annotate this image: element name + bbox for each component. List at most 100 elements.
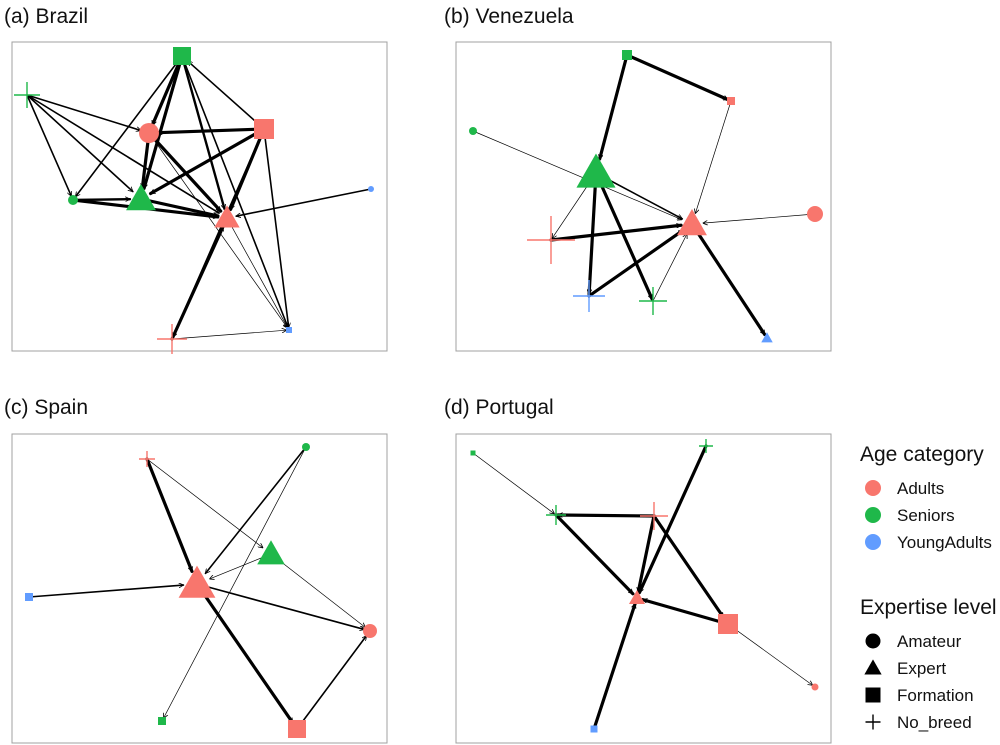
edges-brazil — [26, 54, 372, 341]
node-brazil-b1 — [173, 47, 191, 65]
edge-brazil-b2-b5 — [26, 94, 73, 196]
legend-level-label-formation: Formation — [897, 686, 974, 705]
panel-title-brazil: (a) Brazil — [4, 5, 88, 28]
edge-brazil-b6-b7 — [139, 197, 220, 216]
legend-level-label-no_breed: No_breed — [897, 713, 972, 732]
node-brazil-b5 — [68, 195, 78, 205]
edge-portugal-p4-p5 — [638, 514, 656, 594]
node-spain-s3 — [257, 540, 285, 565]
node-venezuela-v9 — [639, 287, 667, 315]
edge-portugal-p6-p5 — [641, 598, 730, 626]
node-spain-s4 — [178, 565, 216, 598]
node-brazil-b4 — [254, 119, 274, 139]
legend-level-label-amateur: Amateur — [897, 632, 962, 651]
node-venezuela-v3 — [469, 127, 477, 135]
node-spain-s8 — [288, 720, 306, 738]
edge-brazil-b1-b6 — [142, 54, 184, 190]
edge-brazil-b8-b7 — [235, 188, 372, 216]
edge-venezuela-v4-v8 — [589, 171, 598, 296]
edge-spain-s2-s7 — [164, 446, 307, 718]
panel-portugal: (d) Portugal — [444, 396, 832, 744]
edge-venezuela-v2-v6 — [695, 100, 732, 213]
edge-brazil-b2-b7 — [26, 94, 219, 214]
node-brazil-b6 — [126, 184, 156, 211]
node-venezuela-v10 — [761, 332, 773, 343]
legend-age-swatch-youngadults — [865, 534, 881, 550]
edge-spain-s3-s6 — [270, 553, 365, 627]
edge-spain-s2-s4 — [204, 446, 307, 573]
edge-venezuela-v9-v6 — [652, 234, 687, 302]
node-portugal-p8 — [590, 725, 598, 733]
legend-level-label-expert: Expert — [897, 659, 946, 678]
node-brazil-b10 — [286, 327, 292, 333]
edge-portugal-p1-p3 — [472, 452, 554, 514]
node-spain-s6 — [363, 624, 377, 638]
legend-level-title: Expertise level — [860, 596, 997, 619]
edge-brazil-b2-b6 — [26, 94, 133, 193]
panel-title-portugal: (d) Portugal — [444, 396, 554, 419]
node-portugal-p3 — [546, 505, 566, 525]
panel-frame-venezuela — [455, 41, 832, 352]
edge-venezuela-v8-v6 — [587, 228, 685, 298]
edge-spain-s1-s3 — [146, 458, 263, 548]
legend-age-title: Age category — [860, 443, 984, 466]
edge-venezuela-v5-v6 — [703, 213, 816, 223]
legend-age-label-seniors: Seniors — [897, 506, 955, 525]
edge-brazil-b3-b10 — [148, 132, 288, 328]
edge-venezuela-v7-v6 — [549, 225, 683, 242]
edge-portugal-p8-p5 — [592, 602, 637, 731]
node-venezuela-v7 — [527, 216, 575, 264]
node-venezuela-v5 — [807, 206, 823, 222]
edge-brazil-b9-b10 — [171, 330, 286, 340]
node-spain-s2 — [302, 443, 310, 451]
edge-spain-s4-s8 — [195, 582, 295, 725]
panel-frame-brazil — [11, 41, 388, 352]
edge-venezuela-v3-v6 — [472, 130, 682, 220]
edge-brazil-b1-b5 — [74, 55, 183, 197]
node-brazil-b3 — [139, 123, 159, 143]
nodes-venezuela — [469, 50, 823, 343]
nodes-brazil — [14, 47, 374, 354]
legend-age-swatch-adults — [865, 480, 881, 496]
legend-age-swatch-seniors — [865, 507, 881, 523]
legend-level-swatch-no_breed — [865, 714, 881, 730]
edge-portugal-p6-p7 — [727, 623, 813, 685]
edge-spain-s8-s6 — [296, 636, 368, 730]
edge-brazil-b4-b3 — [155, 127, 266, 133]
node-venezuela-v4 — [576, 153, 616, 188]
legend-age-label-adults: Adults — [897, 479, 944, 498]
edges-spain — [28, 446, 368, 730]
legend-level-swatch-formation — [865, 687, 881, 703]
legend-level-swatch-expert — [864, 659, 882, 675]
edge-brazil-b4-b10 — [263, 128, 289, 329]
node-venezuela-v2 — [727, 97, 735, 105]
edges-venezuela — [472, 53, 816, 337]
node-venezuela-v8 — [573, 280, 605, 312]
edge-brazil-b4-b6 — [149, 127, 266, 196]
panel-title-spain: (c) Spain — [4, 396, 88, 419]
node-brazil-b7 — [214, 205, 240, 228]
node-portugal-p7 — [811, 683, 819, 691]
node-portugal-p5 — [628, 589, 646, 605]
edge-brazil-b3-b7 — [147, 131, 223, 213]
node-brazil-b2 — [14, 82, 40, 108]
panel-frame-spain — [11, 433, 388, 744]
edge-venezuela-v4-v9 — [594, 171, 654, 301]
edge-venezuela-v1-v2 — [625, 53, 730, 102]
node-spain-s1 — [139, 451, 155, 467]
edge-spain-s1-s4 — [145, 457, 194, 573]
edge-portugal-p4-p6 — [652, 514, 725, 619]
nodes-spain — [25, 443, 377, 738]
legend-level-swatch-amateur — [865, 633, 881, 649]
edge-brazil-b9-b7 — [170, 224, 225, 341]
node-spain-s5 — [25, 593, 33, 601]
node-venezuela-v6 — [677, 209, 707, 236]
node-venezuela-v1 — [622, 50, 632, 60]
panel-venezuela: (b) Venezuela — [444, 5, 832, 352]
panel-brazil: (a) Brazil — [4, 5, 388, 354]
edge-venezuela-v1-v4 — [600, 53, 629, 161]
